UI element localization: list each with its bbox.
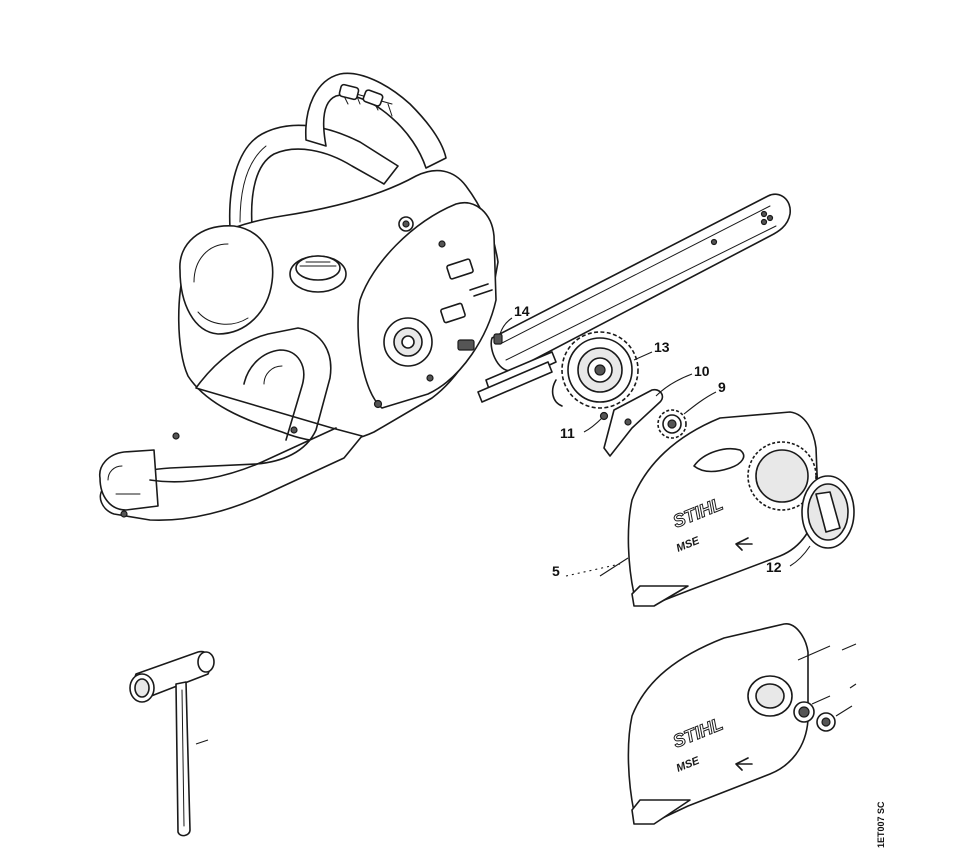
sprocket-part-13 bbox=[551, 331, 639, 409]
chainsaw-body bbox=[99, 72, 499, 522]
combination-wrench bbox=[129, 650, 215, 837]
callout-14: 14 bbox=[514, 303, 530, 319]
clip-part-10 bbox=[603, 388, 664, 457]
sprocket-cover-part-5: STIHL MSE bbox=[627, 411, 819, 607]
nut-part-9 bbox=[657, 409, 687, 439]
callout-5: 5 bbox=[552, 563, 560, 579]
screw-part-14 bbox=[493, 333, 503, 345]
callout-11: 11 bbox=[560, 425, 575, 441]
sprocket-cover-variant: STIHL MSE bbox=[627, 623, 857, 825]
callouts: 14 13 10 9 11 5 12 bbox=[499, 303, 811, 579]
callout-10: 10 bbox=[694, 363, 710, 379]
screw-part-11 bbox=[599, 411, 609, 421]
callout-9: 9 bbox=[718, 379, 726, 395]
callout-12: 12 bbox=[766, 559, 782, 575]
guide-bar bbox=[477, 193, 791, 403]
drawing-code: 1ET007 SC bbox=[876, 801, 886, 848]
callout-13: 13 bbox=[654, 339, 670, 355]
cap-part-12 bbox=[801, 475, 855, 549]
